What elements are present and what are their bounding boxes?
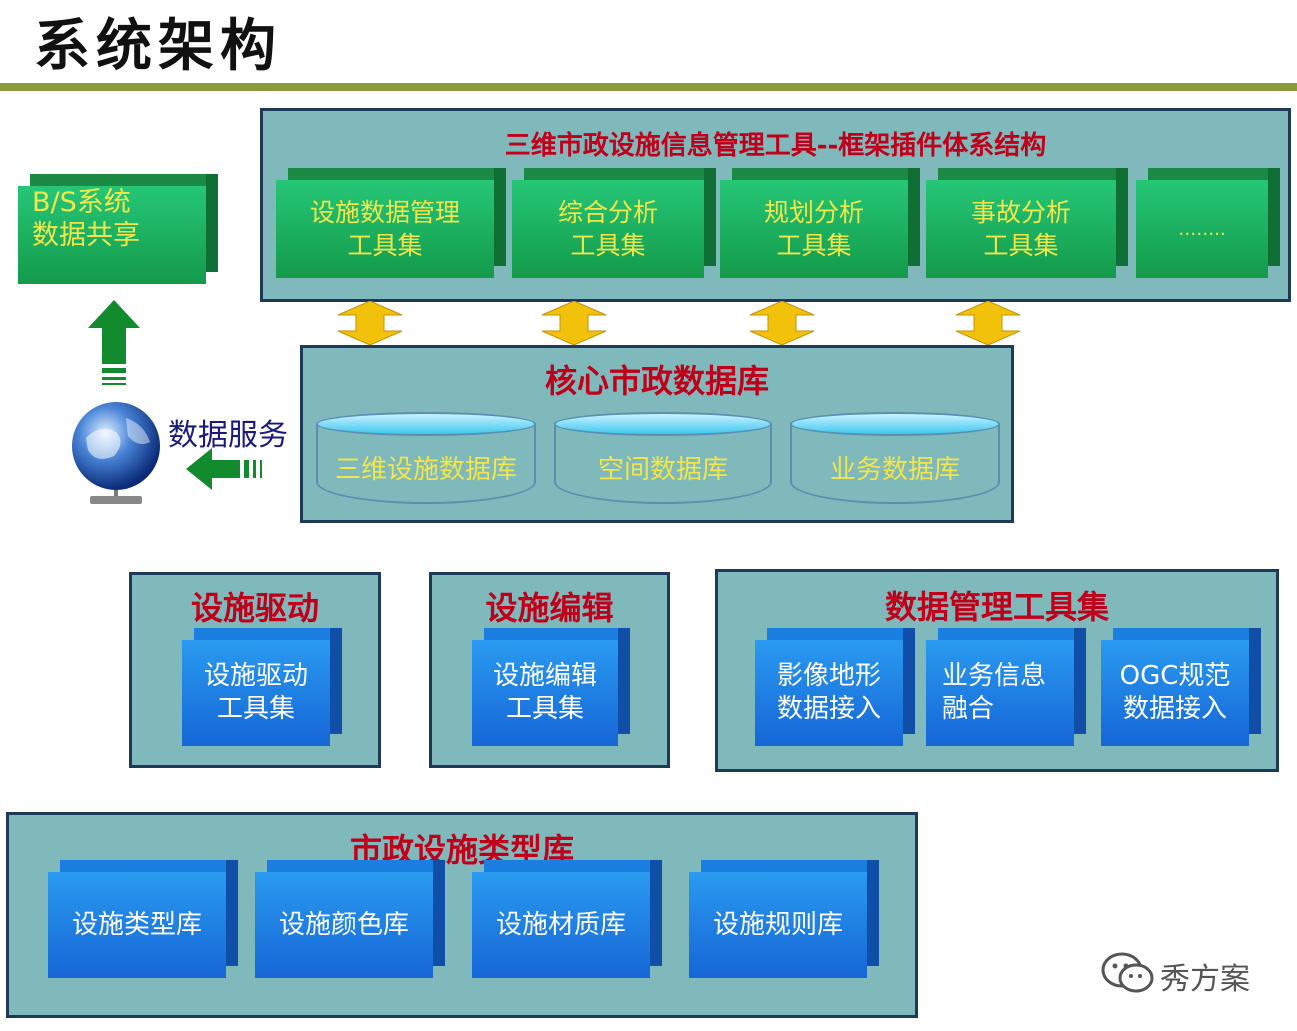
data-service-label: 数据服务 [168, 418, 288, 453]
box-label-line1: 业务信息 [942, 661, 1047, 691]
database-label: 三维设施数据库 [334, 454, 517, 485]
database-cylinder: 空间数据库 [554, 412, 772, 504]
double-arrow-icon [541, 301, 607, 345]
watermark-text: 秀方案 [1160, 962, 1250, 997]
box-label: 设施颜色库 [278, 909, 409, 940]
tool-box-comprehensive: 综合分析工具集 [512, 168, 716, 278]
box-label-line1: OGC规范 [1119, 661, 1231, 691]
arrow-up-icon [88, 300, 140, 385]
framework-title: 三维市政设施信息管理工具--框架插件体系结构 [504, 131, 1047, 161]
box-label-line1: 影像地形 [776, 661, 881, 691]
tool-box-facility-data: 设施数据管理工具集 [276, 168, 506, 278]
data-mgmt-title: 数据管理工具集 [884, 588, 1109, 626]
tool-box-planning: 规划分析工具集 [720, 168, 920, 278]
header-divider [0, 83, 1297, 91]
type-lib-box: 设施颜色库 [255, 860, 445, 978]
box-label-line2: 工具集 [505, 694, 584, 724]
tool-label-line2: 工具集 [347, 231, 423, 260]
driver-tool-box: 设施驱动工具集 [182, 628, 342, 746]
box-label: 设施规则库 [712, 909, 843, 940]
box-label-line1: 设施驱动 [203, 661, 308, 691]
box-label-line2: 数据接入 [1122, 694, 1227, 724]
double-arrow-icon [749, 301, 815, 345]
tool-label-line1: 事故分析 [970, 198, 1071, 227]
tool-label-line2: 工具集 [776, 231, 852, 260]
box-label-line2: 工具集 [216, 694, 295, 724]
data-mgmt-box: OGC规范数据接入 [1101, 628, 1261, 746]
box-label-line2: 数据接入 [776, 694, 881, 724]
editor-panel-title: 设施编辑 [485, 589, 614, 627]
database-label: 业务数据库 [829, 454, 960, 485]
box-label: 设施材质库 [495, 909, 626, 940]
type-lib-box: 设施类型库 [48, 860, 238, 978]
tool-label-line2: 工具集 [983, 231, 1059, 260]
box-label-line2: 融合 [942, 694, 995, 724]
tool-box-accident: 事故分析工具集 [926, 168, 1128, 278]
arrow-left-icon [186, 448, 262, 490]
wechat-icon [1101, 952, 1154, 993]
database-cylinder: 业务数据库 [790, 412, 1000, 504]
editor-tool-box: 设施编辑工具集 [472, 628, 630, 746]
tool-label-line2: 工具集 [570, 231, 646, 260]
core-db-title: 核心市政数据库 [544, 362, 769, 400]
data-mgmt-box: 业务信息融合 [926, 628, 1086, 746]
box-label: 设施类型库 [71, 909, 202, 940]
type-lib-box: 设施材质库 [472, 860, 662, 978]
bs-box-line2: 数据共享 [32, 220, 140, 251]
double-arrow-icon [955, 301, 1021, 345]
bs-box-line1: B/S系统 [32, 187, 131, 218]
box-label-line1: 设施编辑 [492, 661, 597, 691]
globe-server-icon [72, 402, 160, 504]
database-label: 空间数据库 [597, 454, 728, 485]
tool-label-line1: 规划分析 [763, 198, 864, 227]
tool-label-line1: 设施数据管理 [309, 198, 460, 227]
double-arrow-icon [337, 301, 403, 345]
database-cylinder: 三维设施数据库 [316, 412, 536, 504]
driver-panel-title: 设施驱动 [190, 589, 319, 627]
data-mgmt-box: 影像地形数据接入 [755, 628, 915, 746]
type-lib-box: 设施规则库 [689, 860, 879, 978]
tool-box-more: …….. [1136, 168, 1280, 278]
tool-label-line1: 综合分析 [557, 198, 658, 227]
tool-label-line1: …….. [1178, 218, 1226, 240]
page-title: 系统架构 [34, 13, 282, 79]
bs-system-box: B/S系统 数据共享 [18, 174, 218, 284]
